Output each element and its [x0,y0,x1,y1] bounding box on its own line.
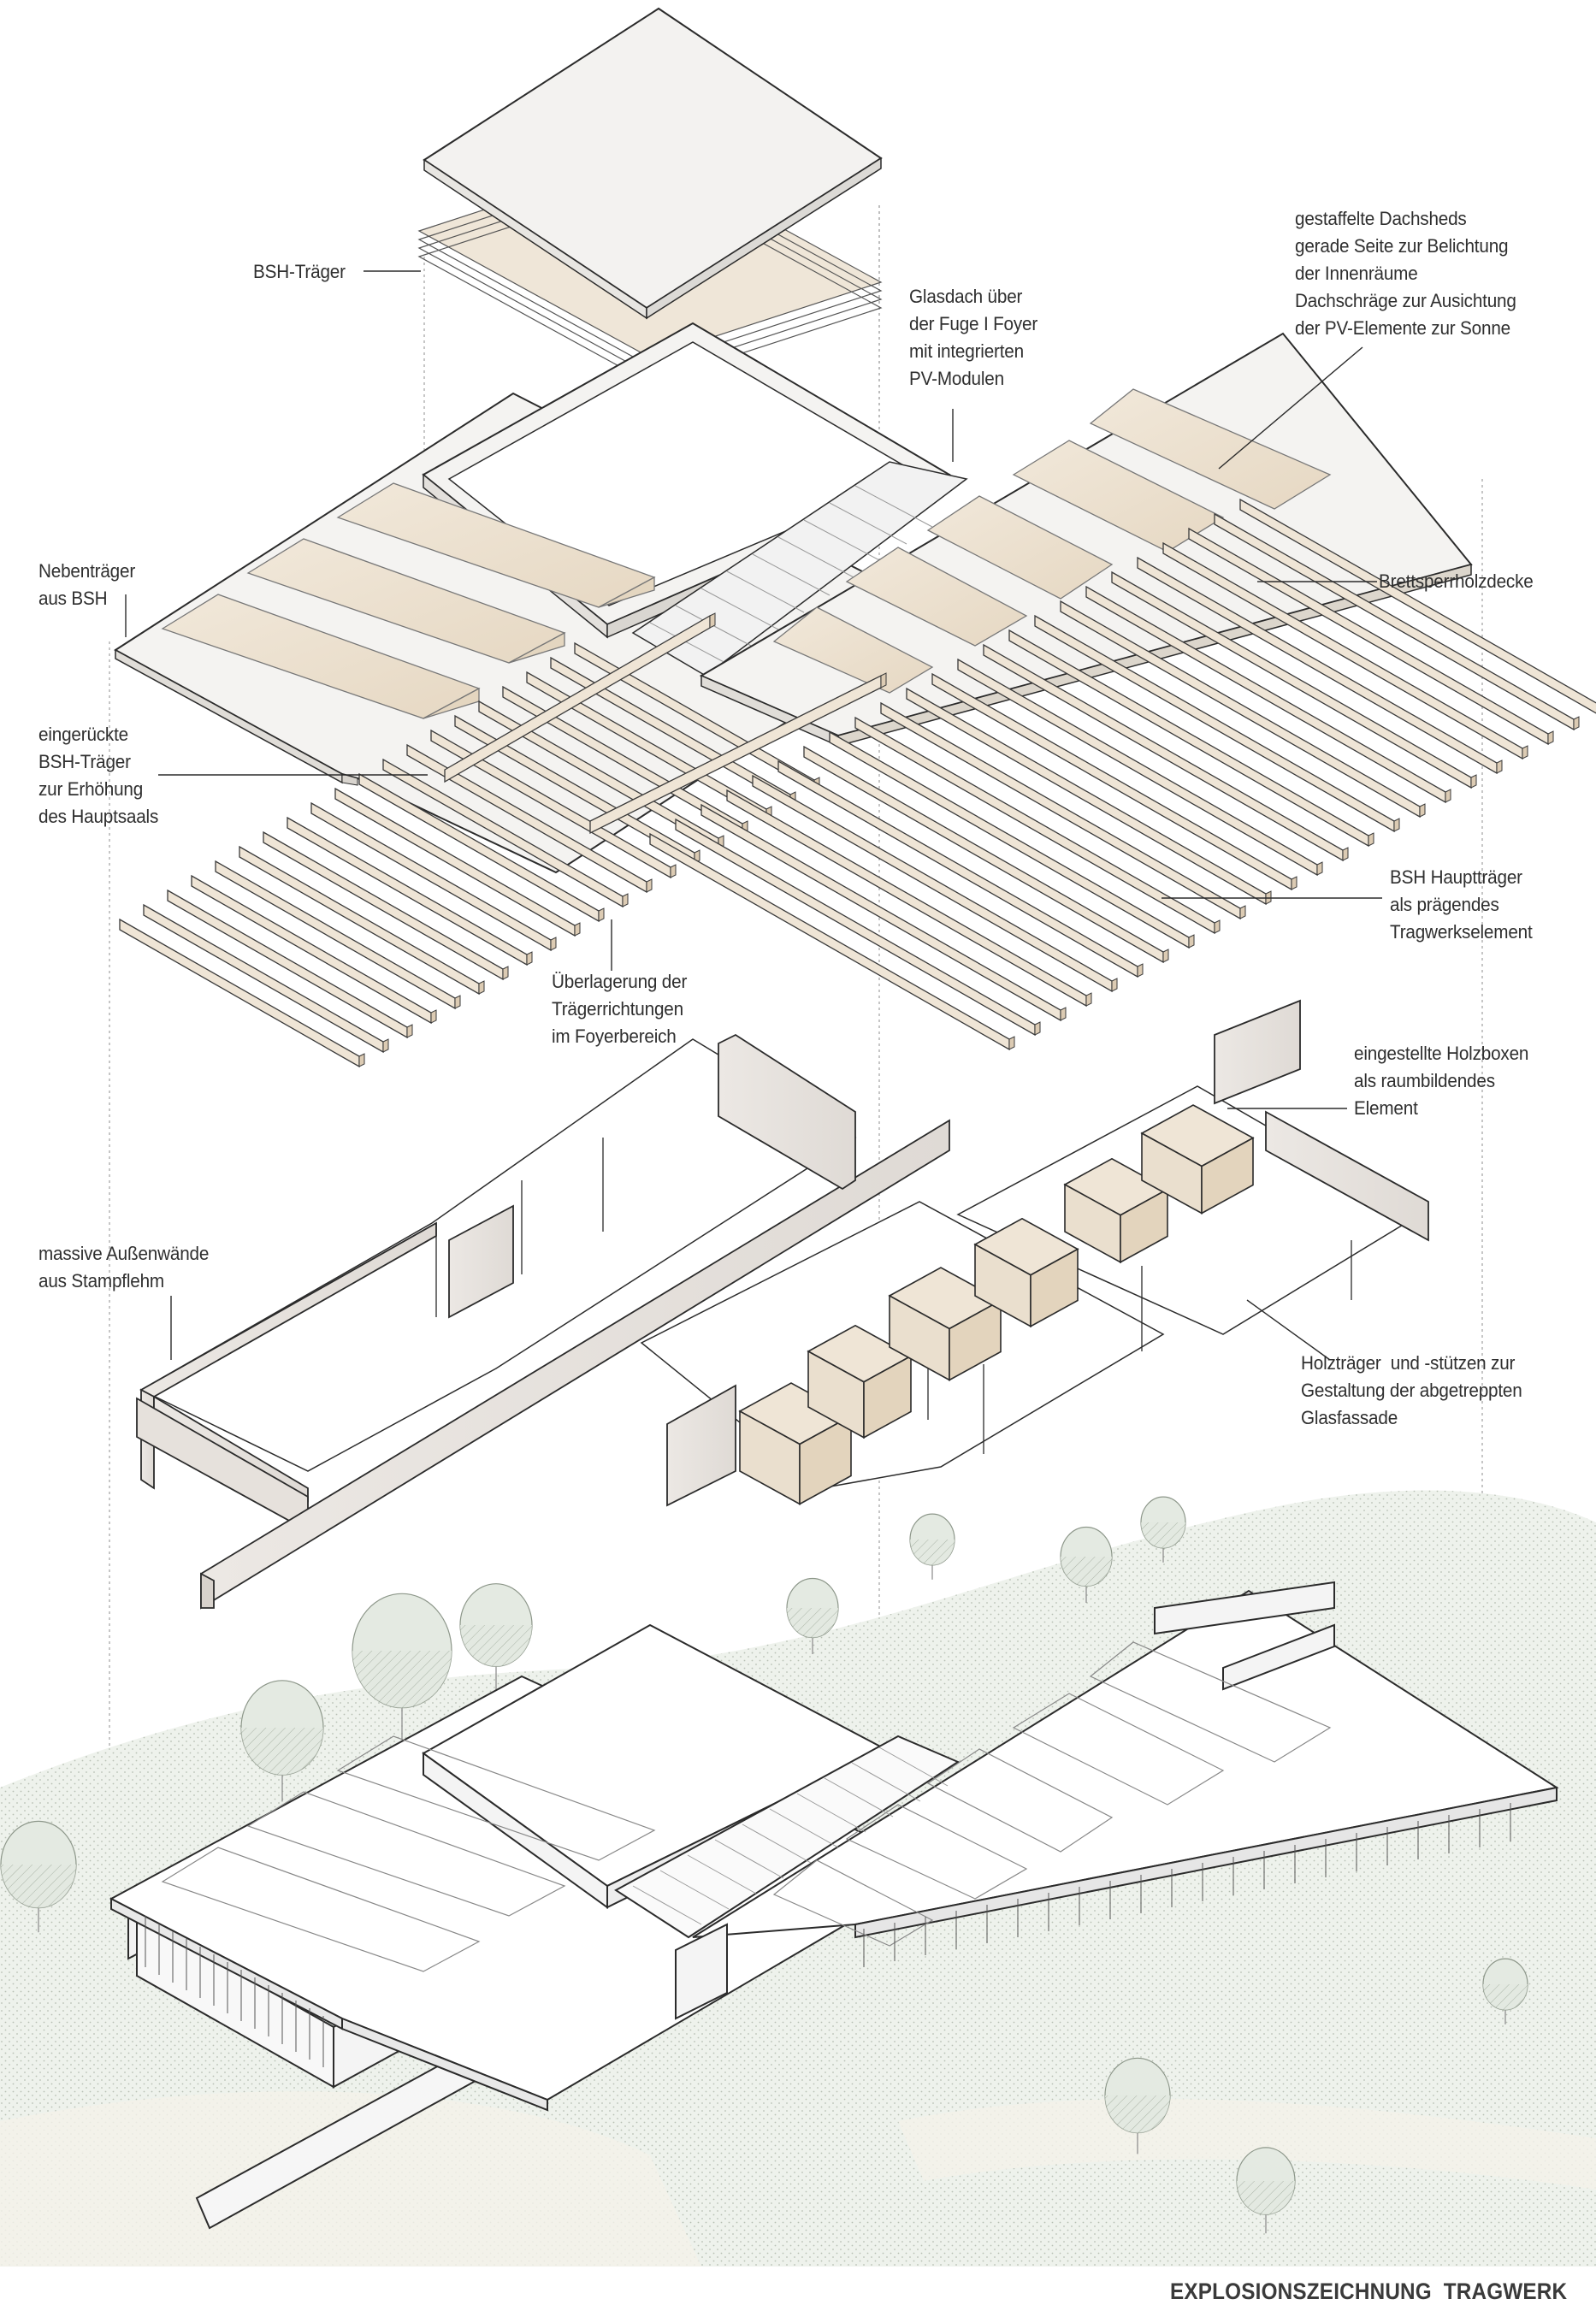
glass-roof-rib [632,1885,702,1925]
bsh-beam-end [1496,760,1503,774]
label-ueberlagerung: Überlagerung der Trägerrichtungen im Foy… [552,971,688,1047]
bsh-beam-end [1137,963,1144,978]
bsh-beam-end [574,922,581,937]
label-dachsheds: gestaffelte Dachsheds gerade Seite zur B… [1295,208,1516,339]
label-glasdach: Glasdach über der Fuge I Foyer mit integ… [909,286,1038,389]
tree-shadow [1061,1557,1112,1587]
bsh-beam-end [526,951,533,966]
bsh-beam-end [1445,789,1451,803]
tree-shadow [1105,2095,1170,2133]
label-brettsperrholz: Brettsperrholzdecke [1379,570,1534,592]
bsh-beam-end [502,966,509,980]
layer-site [0,1490,1596,2267]
bsh-beam-end [646,878,653,893]
bsh-beam-end [406,1024,413,1038]
bsh-beam-end [1111,978,1118,992]
glass-roof-rib [851,1762,921,1802]
bsh-beam-end [1214,919,1221,934]
label-nebentraeger: Nebenträger aus BSH [38,560,136,609]
timber-box-front [799,1415,852,1505]
label-holzboxen: eingestellte Holzboxen als raumbildendes… [1354,1043,1529,1119]
tree-shadow [1237,2181,1295,2215]
layer-roof-slabs [114,322,1473,874]
timber-box-front [1030,1248,1079,1328]
bsh-beam-end [1188,934,1195,949]
glass-roof-rib [769,1808,839,1848]
glass-roof-rib [687,1854,757,1894]
bsh-beam-end [1342,847,1349,861]
label-bsh-haupttraeger: BSH Hauptträger als prägendes Tragwerkse… [1390,866,1533,943]
tree-shadow [352,1651,452,1708]
layer-walls [136,999,1429,1610]
timber-boxes [738,1104,1255,1505]
bsh-beam-end [880,672,887,689]
timber-box-front [1120,1188,1168,1264]
leader-lines [125,270,1382,1361]
drawing-title: EXPLOSIONSZEICHNUNG TRAGWERK [1170,2279,1568,2304]
bsh-beam-end [1239,905,1246,919]
tree-shadow [787,1608,838,1638]
bsh-beam-end [1034,1021,1041,1036]
glass-roof-rib [742,1823,812,1864]
glass-roof-rib [878,1747,949,1787]
bsh-beam-end [1368,832,1374,847]
bsh-beam-end [478,980,485,995]
tree-shadow [241,1728,323,1776]
bsh-beam-end [1470,774,1477,789]
trees [0,1496,1528,2234]
glass-roof-rib [659,1870,730,1910]
bsh-beam-end [622,893,629,907]
tree-shadow [460,1625,532,1667]
tree-shadow [1141,1522,1185,1548]
left-roof-sheds [161,482,656,719]
bsh-beam-end [1522,745,1528,760]
bsh-beam-end [1547,730,1554,745]
glass-roof [631,461,968,677]
tree-shadow [1,1865,76,1908]
bsh-beam-end [1291,876,1297,890]
layer-beams [119,498,1596,1068]
bsh-beam-end [709,612,716,629]
timber-box-front [1201,1137,1254,1215]
bsh-beam-end [1060,1007,1067,1021]
bsh-beam-end [1419,803,1426,818]
tree-shadow [910,1540,955,1565]
bsh-beam-end [1085,992,1092,1007]
bsh-beam-end [1162,949,1169,963]
bsh-beam [1239,498,1596,714]
bsh-beam-end [1008,1036,1015,1050]
bsh-beam-end [598,907,605,922]
timber-box-front [863,1355,912,1439]
right-roof-sheds [772,388,1332,694]
bsh-beam-end [358,1053,365,1067]
tree-shadow [1483,1984,1528,2010]
label-bsh-traeger: BSH-Träger [253,261,346,282]
rammed-earth-walls [136,999,1429,1610]
bsh-beam-end [430,1009,437,1024]
bsh-beam-end [1573,716,1580,730]
glass-roof-rib [824,1777,894,1818]
label-eingerueckte-bsh: eingerückte BSH-Träger zur Erhöhung des … [38,724,159,827]
label-holzstuetzen: Holzträger und -stützen zur Gestaltung d… [1301,1352,1522,1428]
bsh-beam-end [1316,861,1323,876]
glass-roof-rib [796,1793,866,1833]
layer-roof-top [417,7,883,384]
glass-roof-rib [714,1839,784,1879]
bsh-beam-end [454,995,461,1009]
timber-box-front [949,1299,1002,1381]
bsh-beam-end [1393,818,1400,832]
building-complete [109,1581,1559,2230]
bsh-beam-end [670,864,677,878]
bsh-beam-end [550,937,557,951]
bsh-beam-end [382,1038,389,1053]
label-aussenwaende: massive Außenwände aus Stampflehm [38,1243,210,1291]
